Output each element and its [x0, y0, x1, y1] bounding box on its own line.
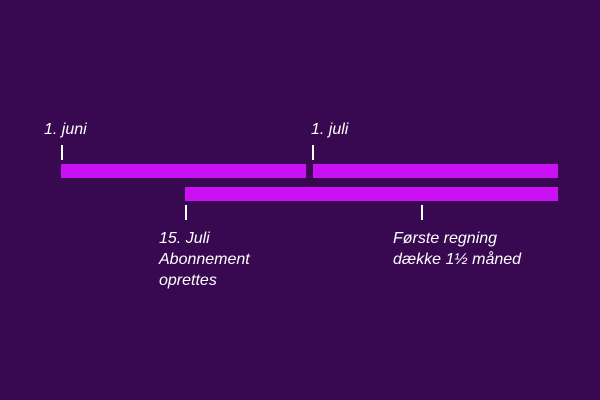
bar-july-period: [313, 164, 558, 178]
label-subscription: 15. Juli Abonnement oprettes: [159, 228, 250, 291]
label-subscription-line3: oprettes: [159, 272, 217, 289]
label-july-start: 1. juli: [311, 121, 349, 138]
bar-first-bill-period: [185, 187, 558, 201]
tick-first-bill: [421, 205, 423, 220]
label-subscription-line2: Abonnement: [159, 251, 250, 268]
tick-july-start: [312, 145, 314, 160]
tick-subscription-date: [185, 205, 187, 220]
label-subscription-date: 15. Juli: [159, 230, 210, 247]
label-first-bill: Første regning dække 1½ måned: [393, 228, 521, 270]
bar-june-period: [61, 164, 306, 178]
label-first-bill-line2: dække 1½ måned: [393, 251, 522, 268]
tick-june-start: [61, 145, 63, 160]
label-june-start: 1. juni: [44, 121, 87, 138]
label-first-bill-line1: Første regning: [393, 230, 498, 247]
